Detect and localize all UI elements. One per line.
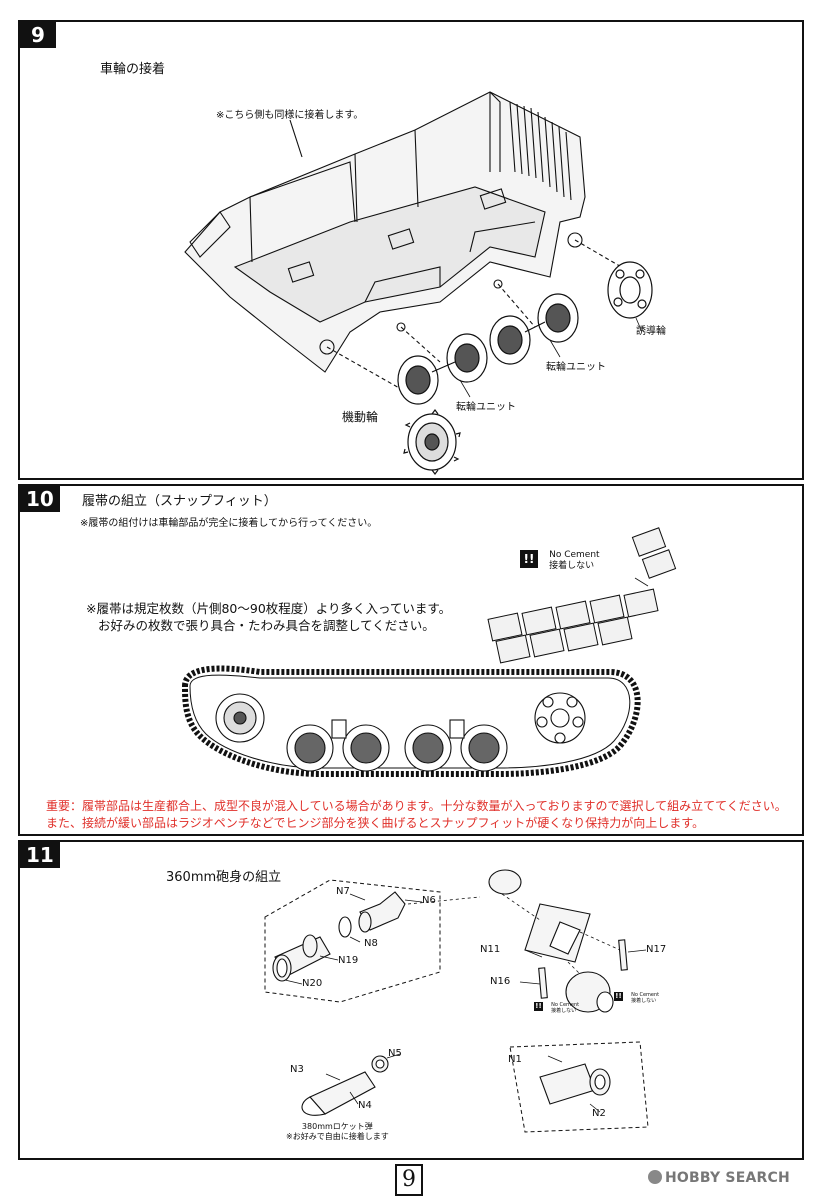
rocket-caption: 380mmロケット弾 ※お好みで自由に接着します xyxy=(286,1122,389,1142)
no-cement-badge-small-left: !! No Cement 接着しない xyxy=(534,1002,579,1021)
part-n7: N7 xyxy=(336,886,350,897)
hull-assembly-drawing xyxy=(184,91,653,475)
part-n8: N8 xyxy=(364,938,378,949)
step-title: 車輪の接着 xyxy=(100,62,166,77)
part-n17: N17 xyxy=(646,944,667,955)
step-10-panel: 10 履帯の組立（スナップフィット） ※履帯の組付けは車輪部品が完全に接着してか… xyxy=(18,484,804,836)
sprocket-wheel-label: 機動輪 xyxy=(342,410,379,424)
track-note-line-2: お好みの枚数で張り具合・たわみ具合を調整してください。 xyxy=(98,618,435,633)
part-n5: N5 xyxy=(388,1048,402,1059)
rocket-caption-line-2: ※お好みで自由に接着します xyxy=(286,1132,389,1141)
no-cement-jp: 接着しない xyxy=(551,1008,577,1014)
no-cement-badge: !! No Cement 接着しない xyxy=(520,550,600,572)
step-note: ※履帯の組付けは車輪部品が完全に接着してから行ってください。 xyxy=(80,518,378,529)
warning-line-2: また、接続が緩い部品はラジオペンチなどでヒンジ部分を狭く曲げるとスナップフィット… xyxy=(46,816,705,830)
road-wheel-unit-label-upper: 転輪ユニット xyxy=(546,362,606,373)
watermark-text: HOBBY SEARCH xyxy=(665,1170,790,1186)
warning-icon: !! xyxy=(614,992,623,1001)
part-n16: N16 xyxy=(490,976,511,987)
part-n4: N4 xyxy=(358,1100,372,1111)
step-number: 9 xyxy=(20,22,56,48)
part-n19: N19 xyxy=(338,955,359,966)
step-note: ※こちら側も同様に接着します。 xyxy=(216,110,364,121)
step-title: 履帯の組立（スナップフィット） xyxy=(82,494,277,509)
idler-wheel-label: 誘導輪 xyxy=(636,326,666,337)
road-wheel-unit-label-lower: 転輪ユニット xyxy=(456,402,516,413)
track-note-line-1: ※履帯は規定枚数（片側80〜90枚程度）より多く入っています。 xyxy=(86,601,452,616)
no-cement-en: No Cement xyxy=(549,550,600,560)
hobby-search-logo-icon xyxy=(648,1170,662,1184)
watermark: HOBBY SEARCH xyxy=(648,1170,790,1186)
part-n1: N1 xyxy=(508,1054,522,1065)
part-n2: N2 xyxy=(592,1108,606,1119)
rocket-caption-line-1: 380mmロケット弾 xyxy=(301,1122,373,1131)
important-warning: 重要：履帯部品は生産都合上、成型不良が混入している場合があります。十分な数量が入… xyxy=(46,798,787,832)
warning-line-1: 重要：履帯部品は生産都合上、成型不良が混入している場合があります。十分な数量が入… xyxy=(46,799,787,813)
warning-icon: !! xyxy=(534,1002,543,1011)
track-count-note: ※履帯は規定枚数（片側80〜90枚程度）より多く入っています。 お好みの枚数で張… xyxy=(86,600,451,634)
warning-icon: !! xyxy=(520,550,538,568)
no-cement-en: No Cement xyxy=(551,1002,580,1008)
part-n6: N6 xyxy=(422,895,436,906)
part-n20: N20 xyxy=(302,978,323,989)
page-number: 9 xyxy=(395,1164,423,1196)
no-cement-jp: 接着しない xyxy=(631,998,657,1004)
step-number: 11 xyxy=(20,842,60,868)
no-cement-jp: 接着しない xyxy=(549,561,595,571)
part-n3: N3 xyxy=(290,1064,304,1075)
track-assembly-drawing xyxy=(181,527,677,777)
barrel-assembly-drawing xyxy=(264,869,649,1133)
no-cement-en: No Cement xyxy=(631,992,660,998)
no-cement-badge-small-right: !! No Cement 接着しない xyxy=(614,992,659,1011)
step-title: 360mm砲身の組立 xyxy=(166,870,282,885)
step-9-panel: 9 車輪の接着 ※こちら側も同様に接着します。 xyxy=(18,20,804,480)
step-11-panel: 11 360mm砲身の組立 xyxy=(18,840,804,1160)
part-n11: N11 xyxy=(480,944,501,955)
step-number: 10 xyxy=(20,486,60,512)
